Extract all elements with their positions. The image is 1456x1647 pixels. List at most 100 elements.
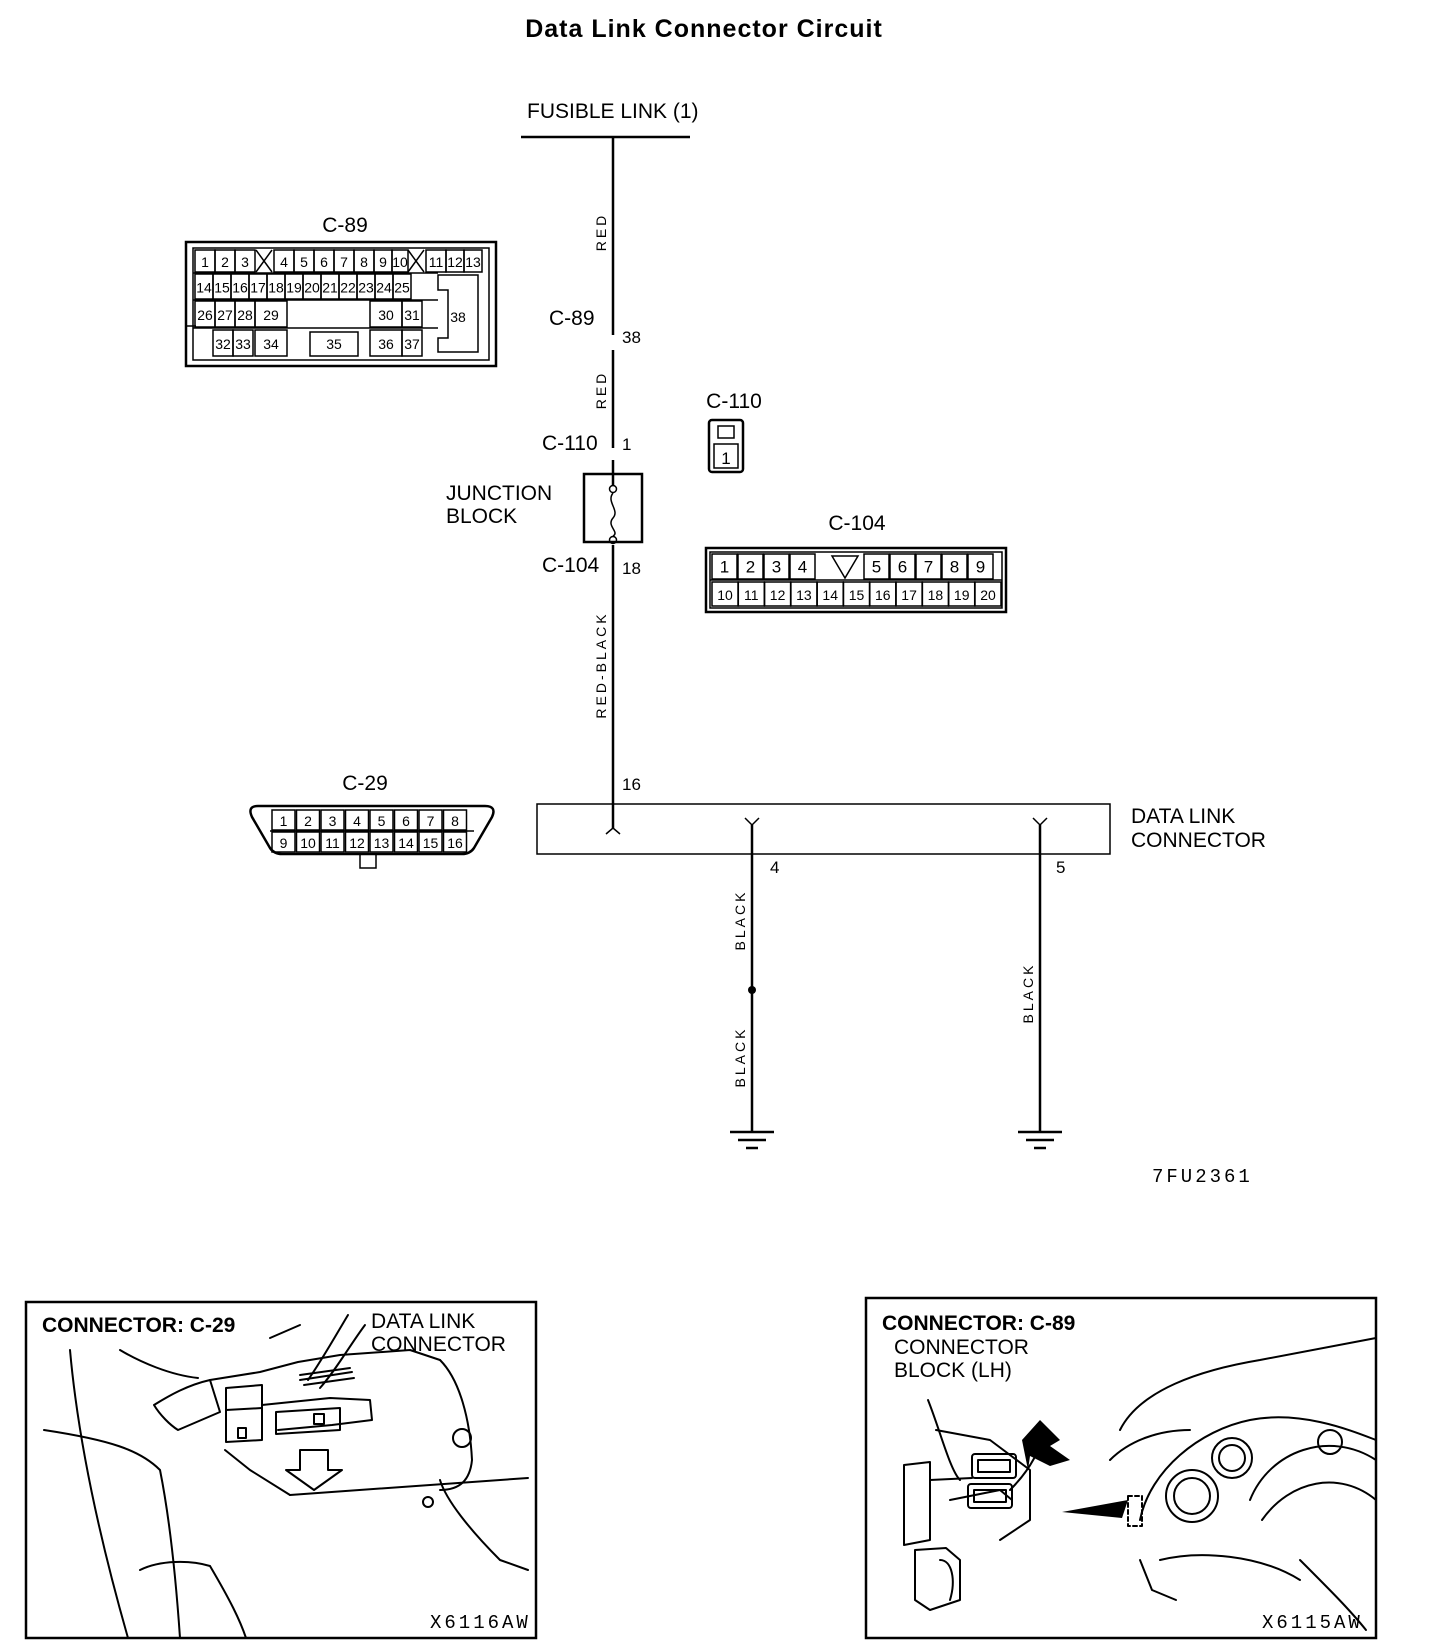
c89-pin-10-cell — [391, 249, 409, 273]
locator-c89-frame — [864, 1296, 1378, 1640]
c89-pin-29: 29 — [263, 307, 279, 323]
c29-pin-16: 16 — [447, 835, 463, 851]
c29-pin-4: 4 — [353, 813, 361, 829]
arrow-pointer-icon — [1022, 1420, 1070, 1470]
c104-pin-number: 18 — [622, 559, 641, 578]
c29-pin-3: 3 — [329, 813, 337, 829]
c29-pin-1-cell — [271, 809, 296, 831]
c29-pin-9: 9 — [280, 835, 288, 851]
wire-color-red-middle: RED — [593, 371, 609, 410]
c29-pin-2-cell — [295, 809, 321, 831]
c89-pin-22: 22 — [340, 280, 356, 296]
c104-pin-11: 11 — [744, 587, 759, 603]
c110-pin-1: 1 — [721, 449, 730, 468]
c104-pin-3: 3 — [772, 558, 781, 577]
c29-pin-12-cell — [344, 831, 370, 853]
data-link-connector-box — [536, 803, 1111, 855]
dlc-terminal-5 — [1032, 817, 1048, 827]
c29-pin-16-cell — [442, 831, 468, 853]
c29-pin-14: 14 — [398, 835, 414, 851]
c104-pin-9-cell — [967, 553, 994, 580]
connector-c110: C-110 1 — [706, 390, 762, 474]
c89-cavity-35 — [309, 331, 359, 357]
dashboard-sketch-left — [43, 1314, 529, 1639]
c104-wire-label: C-104 — [542, 554, 600, 577]
locator-c89-code: X6115AW — [1262, 1612, 1363, 1634]
c104-pin-20-cell — [974, 581, 1002, 607]
locator-c89-note-1: CONNECTOR — [894, 1336, 1029, 1359]
c89-pin-3: 3 — [241, 254, 249, 270]
c29-pin-9-cell — [271, 831, 296, 853]
fuse-element — [610, 492, 616, 537]
diagram-title: Data Link Connector Circuit — [525, 15, 883, 43]
c89-empty-cavity — [255, 249, 425, 273]
c29-pin-12: 12 — [349, 835, 365, 851]
c104-pin-2-cell — [737, 553, 764, 580]
ground-icon — [1018, 1130, 1062, 1150]
c110-latch — [717, 425, 735, 439]
c89-pin-21: 21 — [322, 280, 338, 296]
c110-face-label: C-110 — [706, 390, 762, 413]
c104-pin-15: 15 — [849, 587, 865, 603]
junction-block-box — [582, 472, 644, 544]
c89-pin-28: 28 — [237, 307, 253, 323]
c104-pin-17: 17 — [901, 587, 917, 603]
c104-pin-13: 13 — [796, 587, 812, 603]
c89-pin-37-cell — [401, 329, 423, 357]
c110-shell — [707, 418, 745, 474]
c89-shell — [184, 240, 498, 368]
c89-pin-13-cell — [463, 249, 483, 273]
c89-inner — [192, 247, 490, 361]
locator-c29: CONNECTOR: C-29 DATA LINK CONNECTOR — [24, 1300, 538, 1640]
c89-pin-8: 8 — [360, 254, 368, 270]
c104-pin-18: 18 — [928, 587, 944, 603]
c29-pin-13: 13 — [374, 835, 390, 851]
main-circuit: FUSIBLE LINK (1) RED C-89 38 RED C-110 1… — [446, 100, 1266, 1188]
c89-pin-25-cell — [392, 273, 412, 300]
c104-pin-5-cell — [863, 553, 890, 580]
c29-pin-10-cell — [295, 831, 321, 853]
c104-pin-1: 1 — [720, 558, 729, 577]
c89-pin-29-cell — [254, 300, 288, 328]
c29-pin-4-cell — [344, 809, 370, 831]
c104-pin-12: 12 — [770, 587, 786, 603]
c110-cavity — [713, 443, 739, 469]
dlc-terminal-4 — [744, 817, 760, 827]
c104-pin-19: 19 — [954, 587, 970, 603]
wire-color-black-pin5: BLACK — [1020, 963, 1036, 1024]
c29-pin-2: 2 — [304, 813, 312, 829]
c104-pin-9: 9 — [976, 558, 985, 577]
diagram-code: 7FU2361 — [1152, 1166, 1253, 1188]
c89-pin-33: 33 — [235, 336, 251, 352]
arrow-left-icon — [1062, 1500, 1128, 1518]
c104-pin-6: 6 — [898, 558, 907, 577]
dlc-label-1: DATA LINK — [1131, 805, 1235, 828]
c104-pin-8-cell — [941, 553, 968, 580]
c104-pin-20: 20 — [980, 587, 996, 603]
c104-pin-4: 4 — [798, 558, 807, 577]
c89-cavity-38 — [437, 274, 479, 353]
c104-pin-4-cell — [789, 553, 816, 580]
locator-c29-frame — [24, 1300, 538, 1640]
fuse-terminal-top — [608, 484, 618, 494]
c89-pin-23: 23 — [358, 280, 374, 296]
c89-pin-26: 26 — [197, 307, 213, 323]
c89-pin-10: 10 — [392, 254, 408, 270]
c89-pin-34-cell — [254, 329, 288, 357]
c104-pin-7-cell — [915, 553, 942, 580]
locator-c29-note-2: CONNECTOR — [371, 1333, 506, 1356]
junction-block-label-1: JUNCTION — [446, 482, 552, 505]
c104-pin-7: 7 — [924, 558, 933, 577]
c89-pin-35: 35 — [326, 336, 342, 352]
c29-pin-1: 1 — [280, 813, 288, 829]
wire-color-red-upper: RED — [593, 213, 609, 252]
c29-latch — [359, 853, 377, 869]
c89-pin-34: 34 — [263, 336, 279, 352]
c29-pin-15-cell — [418, 831, 443, 853]
dlc-pin-16: 16 — [622, 775, 641, 794]
c29-pin-14-cell — [393, 831, 419, 853]
c89-pin-11: 11 — [429, 254, 444, 270]
c89-pin-1: 1 — [201, 254, 209, 270]
